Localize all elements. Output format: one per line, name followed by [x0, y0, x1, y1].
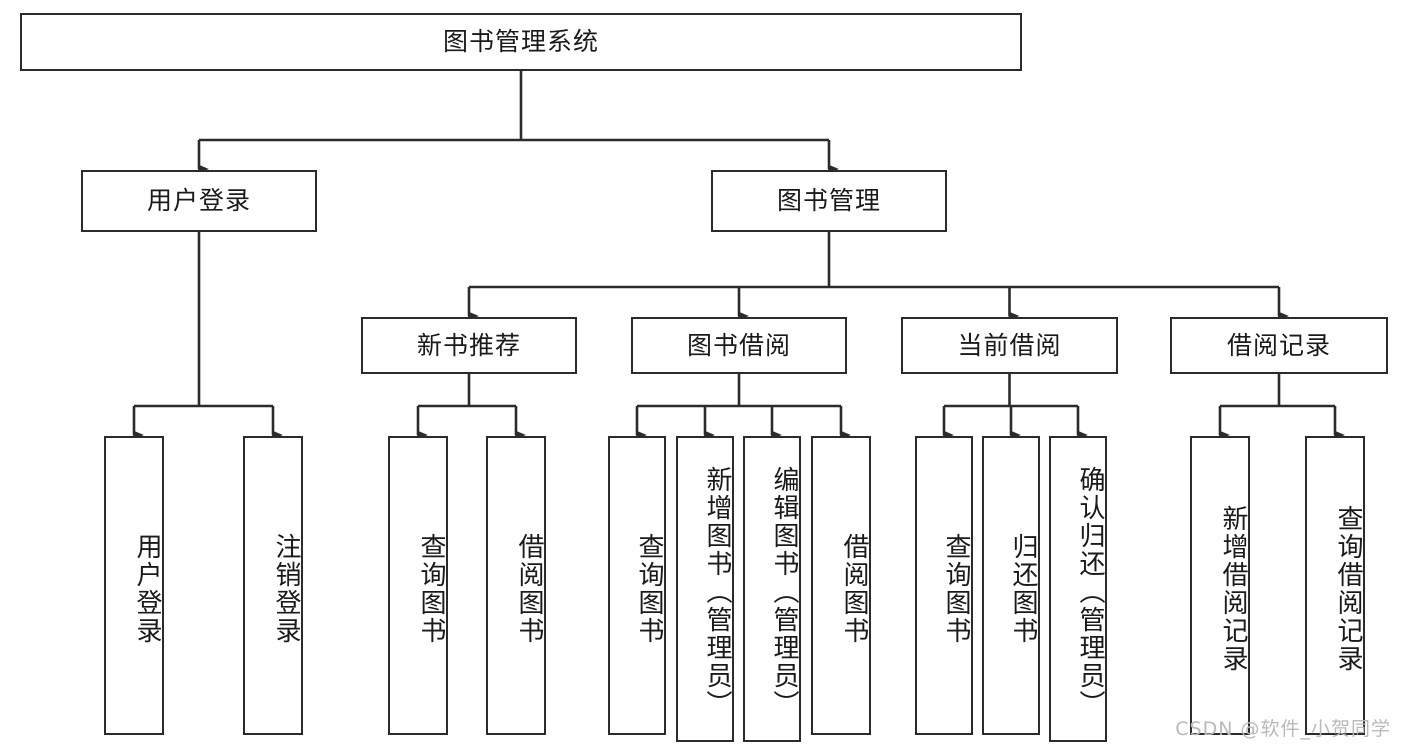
node-label: 查询图书: [634, 532, 664, 645]
node-label: 借阅记录: [1226, 330, 1331, 360]
node-label: 新增借阅记录: [1218, 504, 1248, 673]
node-leaf-add-book-admin[interactable]: 新增图书（管理员）: [676, 436, 734, 742]
node-user-login[interactable]: 用户登录: [81, 170, 317, 232]
node-leaf-return-book[interactable]: 归还图书: [982, 436, 1040, 735]
node-leaf-query-book-3[interactable]: 查询图书: [915, 436, 973, 735]
node-leaf-edit-book-admin[interactable]: 编辑图书（管理员）: [743, 436, 801, 742]
node-label: 确认归还（管理员）: [1075, 466, 1105, 718]
node-book-management[interactable]: 图书管理: [711, 170, 947, 232]
node-leaf-add-borrow-record[interactable]: 新增借阅记录: [1190, 436, 1250, 735]
node-leaf-user-logout[interactable]: 注销登录: [243, 436, 303, 735]
node-label: 新书推荐: [416, 330, 521, 360]
node-label: 图书管理: [776, 186, 881, 216]
node-label: 归还图书: [1008, 532, 1038, 645]
node-label: 用户登录: [146, 186, 251, 216]
node-leaf-borrow-book-2[interactable]: 借阅图书: [811, 436, 871, 735]
node-leaf-query-book-1[interactable]: 查询图书: [388, 436, 448, 735]
node-label: 借阅图书: [514, 532, 544, 645]
node-leaf-query-borrow-record[interactable]: 查询借阅记录: [1305, 436, 1365, 735]
csdn-watermark: CSDN @软件_小贺同学: [1175, 718, 1391, 740]
node-leaf-user-login[interactable]: 用户登录: [104, 436, 164, 735]
node-new-book-recommendation[interactable]: 新书推荐: [361, 317, 577, 374]
node-label: 注销登录: [271, 532, 301, 645]
node-label: 图书借阅: [686, 330, 791, 360]
node-leaf-borrow-book-1[interactable]: 借阅图书: [486, 436, 546, 735]
node-root-book-management-system[interactable]: 图书管理系统: [20, 13, 1022, 71]
node-book-borrowing[interactable]: 图书借阅: [631, 317, 847, 374]
node-label: 当前借阅: [957, 330, 1062, 360]
node-label: 新增图书（管理员）: [702, 466, 732, 718]
node-leaf-confirm-return-admin[interactable]: 确认归还（管理员）: [1049, 436, 1107, 742]
node-label: 编辑图书（管理员）: [769, 466, 799, 718]
node-label: 查询借阅记录: [1333, 504, 1363, 673]
node-label: 用户登录: [132, 532, 162, 645]
node-leaf-query-book-2[interactable]: 查询图书: [608, 436, 666, 735]
node-label: 查询图书: [416, 532, 446, 645]
node-label: 查询图书: [941, 532, 971, 645]
node-label: 借阅图书: [839, 532, 869, 645]
node-label: 图书管理系统: [442, 27, 599, 57]
node-current-borrowing[interactable]: 当前借阅: [901, 317, 1118, 374]
node-borrowing-records[interactable]: 借阅记录: [1170, 317, 1388, 374]
